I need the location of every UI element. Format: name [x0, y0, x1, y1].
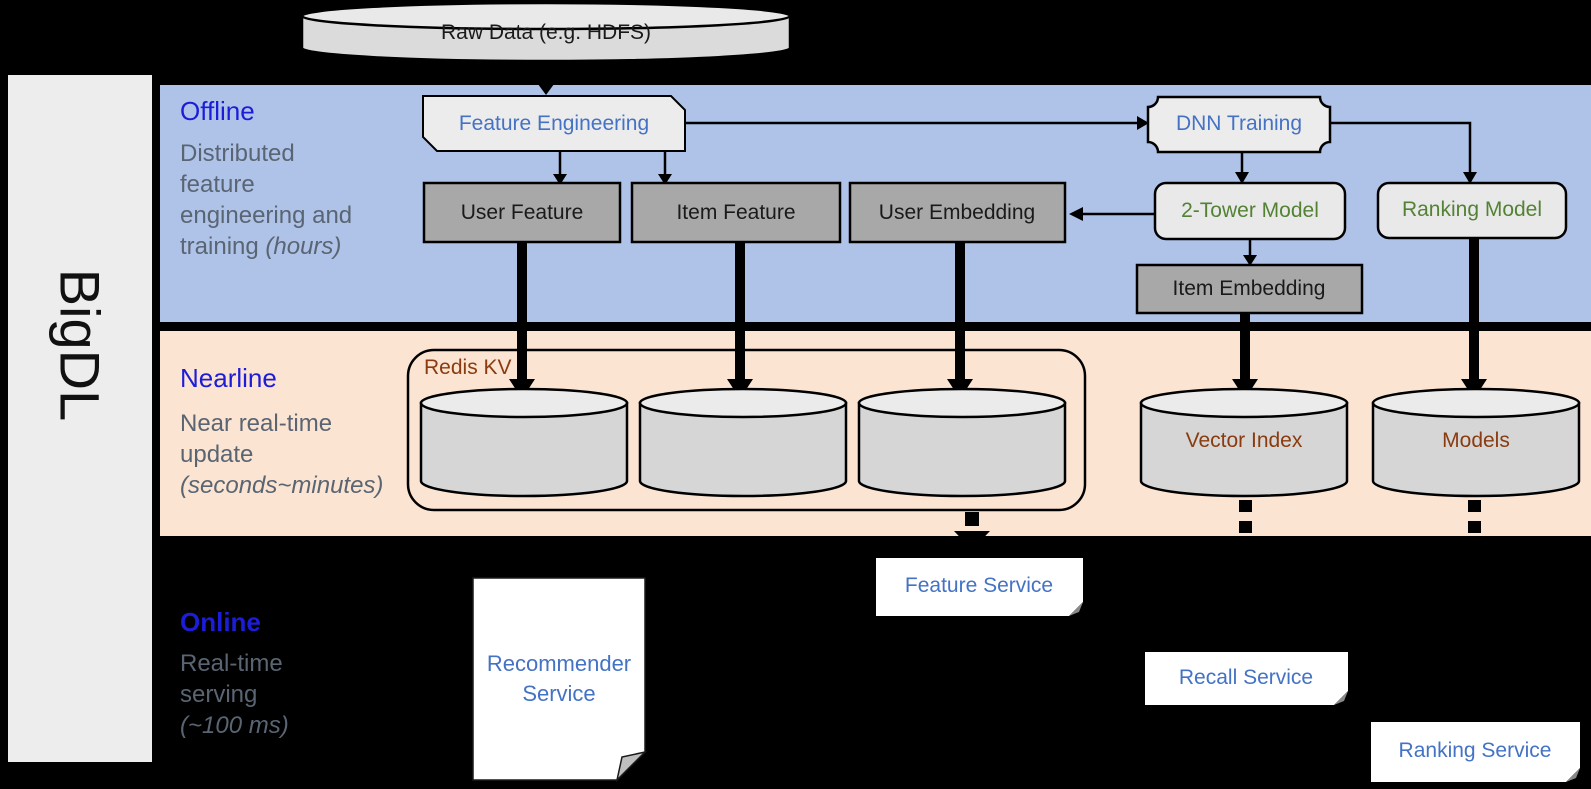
models-label: Models — [1442, 429, 1510, 452]
arrow-dnn-to-rankingmodel — [1330, 121, 1477, 184]
dnn-training-shape — [1146, 95, 1332, 154]
nearline-subtitle-italic: (seconds~minutes) — [180, 472, 384, 499]
recall-service-label: Recall Service — [1178, 666, 1314, 689]
arrow-itemfeature-to-redis — [727, 242, 753, 399]
redis-kv-container — [406, 348, 1087, 512]
redis-cylinder-2 — [638, 387, 848, 498]
online-subtitle-text: Real-time serving — [180, 650, 283, 708]
feature-engineering-shape — [422, 95, 686, 152]
nearline-section-title: Nearline — [180, 363, 277, 393]
dashed-arrow-redis-to-featureservice — [954, 512, 990, 550]
feature-service-label: Feature Service — [904, 574, 1054, 597]
dashed-line-vectorindex-to-recall — [1239, 500, 1252, 533]
recommender-service-label: Recommender Service — [486, 651, 632, 706]
arrow-rawdata-to-fe — [535, 62, 557, 95]
recommender-service-shape — [472, 577, 648, 783]
redis-kv-label: Redis KV — [424, 356, 512, 379]
online-section-subtitle: Real-time serving (~100 ms) — [180, 648, 315, 741]
arrow-userembedding-to-redis — [947, 242, 973, 399]
offline-section-title: Offline — [180, 96, 255, 126]
arrow-rankingmodel-to-models — [1461, 238, 1487, 399]
item-embedding-label: Item Embedding — [1172, 277, 1326, 300]
offline-subtitle-text: Distributed feature engineering and trai… — [180, 140, 353, 260]
user-feature-shape — [422, 181, 622, 244]
dashed-line-models-to-ranking — [1468, 500, 1481, 533]
two-tower-model-label: 2-Tower Model — [1181, 199, 1319, 222]
redis-cylinder-3 — [857, 387, 1067, 498]
redis-cylinder-1 — [419, 387, 629, 498]
nearline-subtitle-text: Near real-time update — [180, 410, 333, 468]
vector-index-label: Vector Index — [1185, 429, 1303, 452]
online-section-title: Online — [180, 607, 261, 637]
recall-service-shape — [1145, 652, 1348, 705]
raw-data-label: Raw Data (e.g. HDFS) — [440, 21, 652, 44]
arrow-dnn-to-twotower — [1235, 152, 1249, 184]
arrow-itemembedding-to-vectorindex — [1232, 313, 1258, 399]
ranking-service-shape — [1371, 722, 1580, 782]
arrow-fe-to-itemfeature — [658, 151, 672, 185]
user-feature-label: User Feature — [460, 201, 584, 224]
ranking-model-label: Ranking Model — [1401, 198, 1543, 221]
ranking-service-label: Ranking Service — [1398, 739, 1552, 762]
offline-section-subtitle: Distributed feature engineering and trai… — [180, 138, 360, 262]
nearline-section-subtitle: Near real-time update (seconds~minutes) — [180, 408, 390, 501]
dnn-training-label: DNN Training — [1175, 112, 1303, 135]
arrow-fe-to-dnn — [685, 116, 1149, 130]
raw-data-cylinder-shape — [300, 1, 792, 63]
feature-service-shape — [876, 558, 1083, 616]
bigdl-sidebar — [8, 75, 152, 762]
arrow-twotower-to-userembedding — [1069, 207, 1155, 221]
arrow-fe-to-userfeature — [553, 151, 567, 185]
vector-index-cylinder — [1139, 387, 1349, 498]
item-feature-shape — [630, 181, 842, 244]
user-embedding-label: User Embedding — [878, 201, 1036, 224]
item-feature-label: Item Feature — [676, 201, 796, 224]
bigdl-label: BigDL — [48, 268, 112, 422]
models-cylinder — [1371, 387, 1581, 498]
offline-subtitle-italic: (hours) — [265, 233, 342, 260]
arrow-userfeature-to-redis — [509, 242, 535, 399]
online-subtitle-italic: (~100 ms) — [180, 712, 289, 739]
item-embedding-shape — [1135, 263, 1364, 315]
arrow-twotower-to-itemembedding — [1243, 239, 1257, 266]
feature-engineering-label: Feature Engineering — [458, 112, 650, 135]
